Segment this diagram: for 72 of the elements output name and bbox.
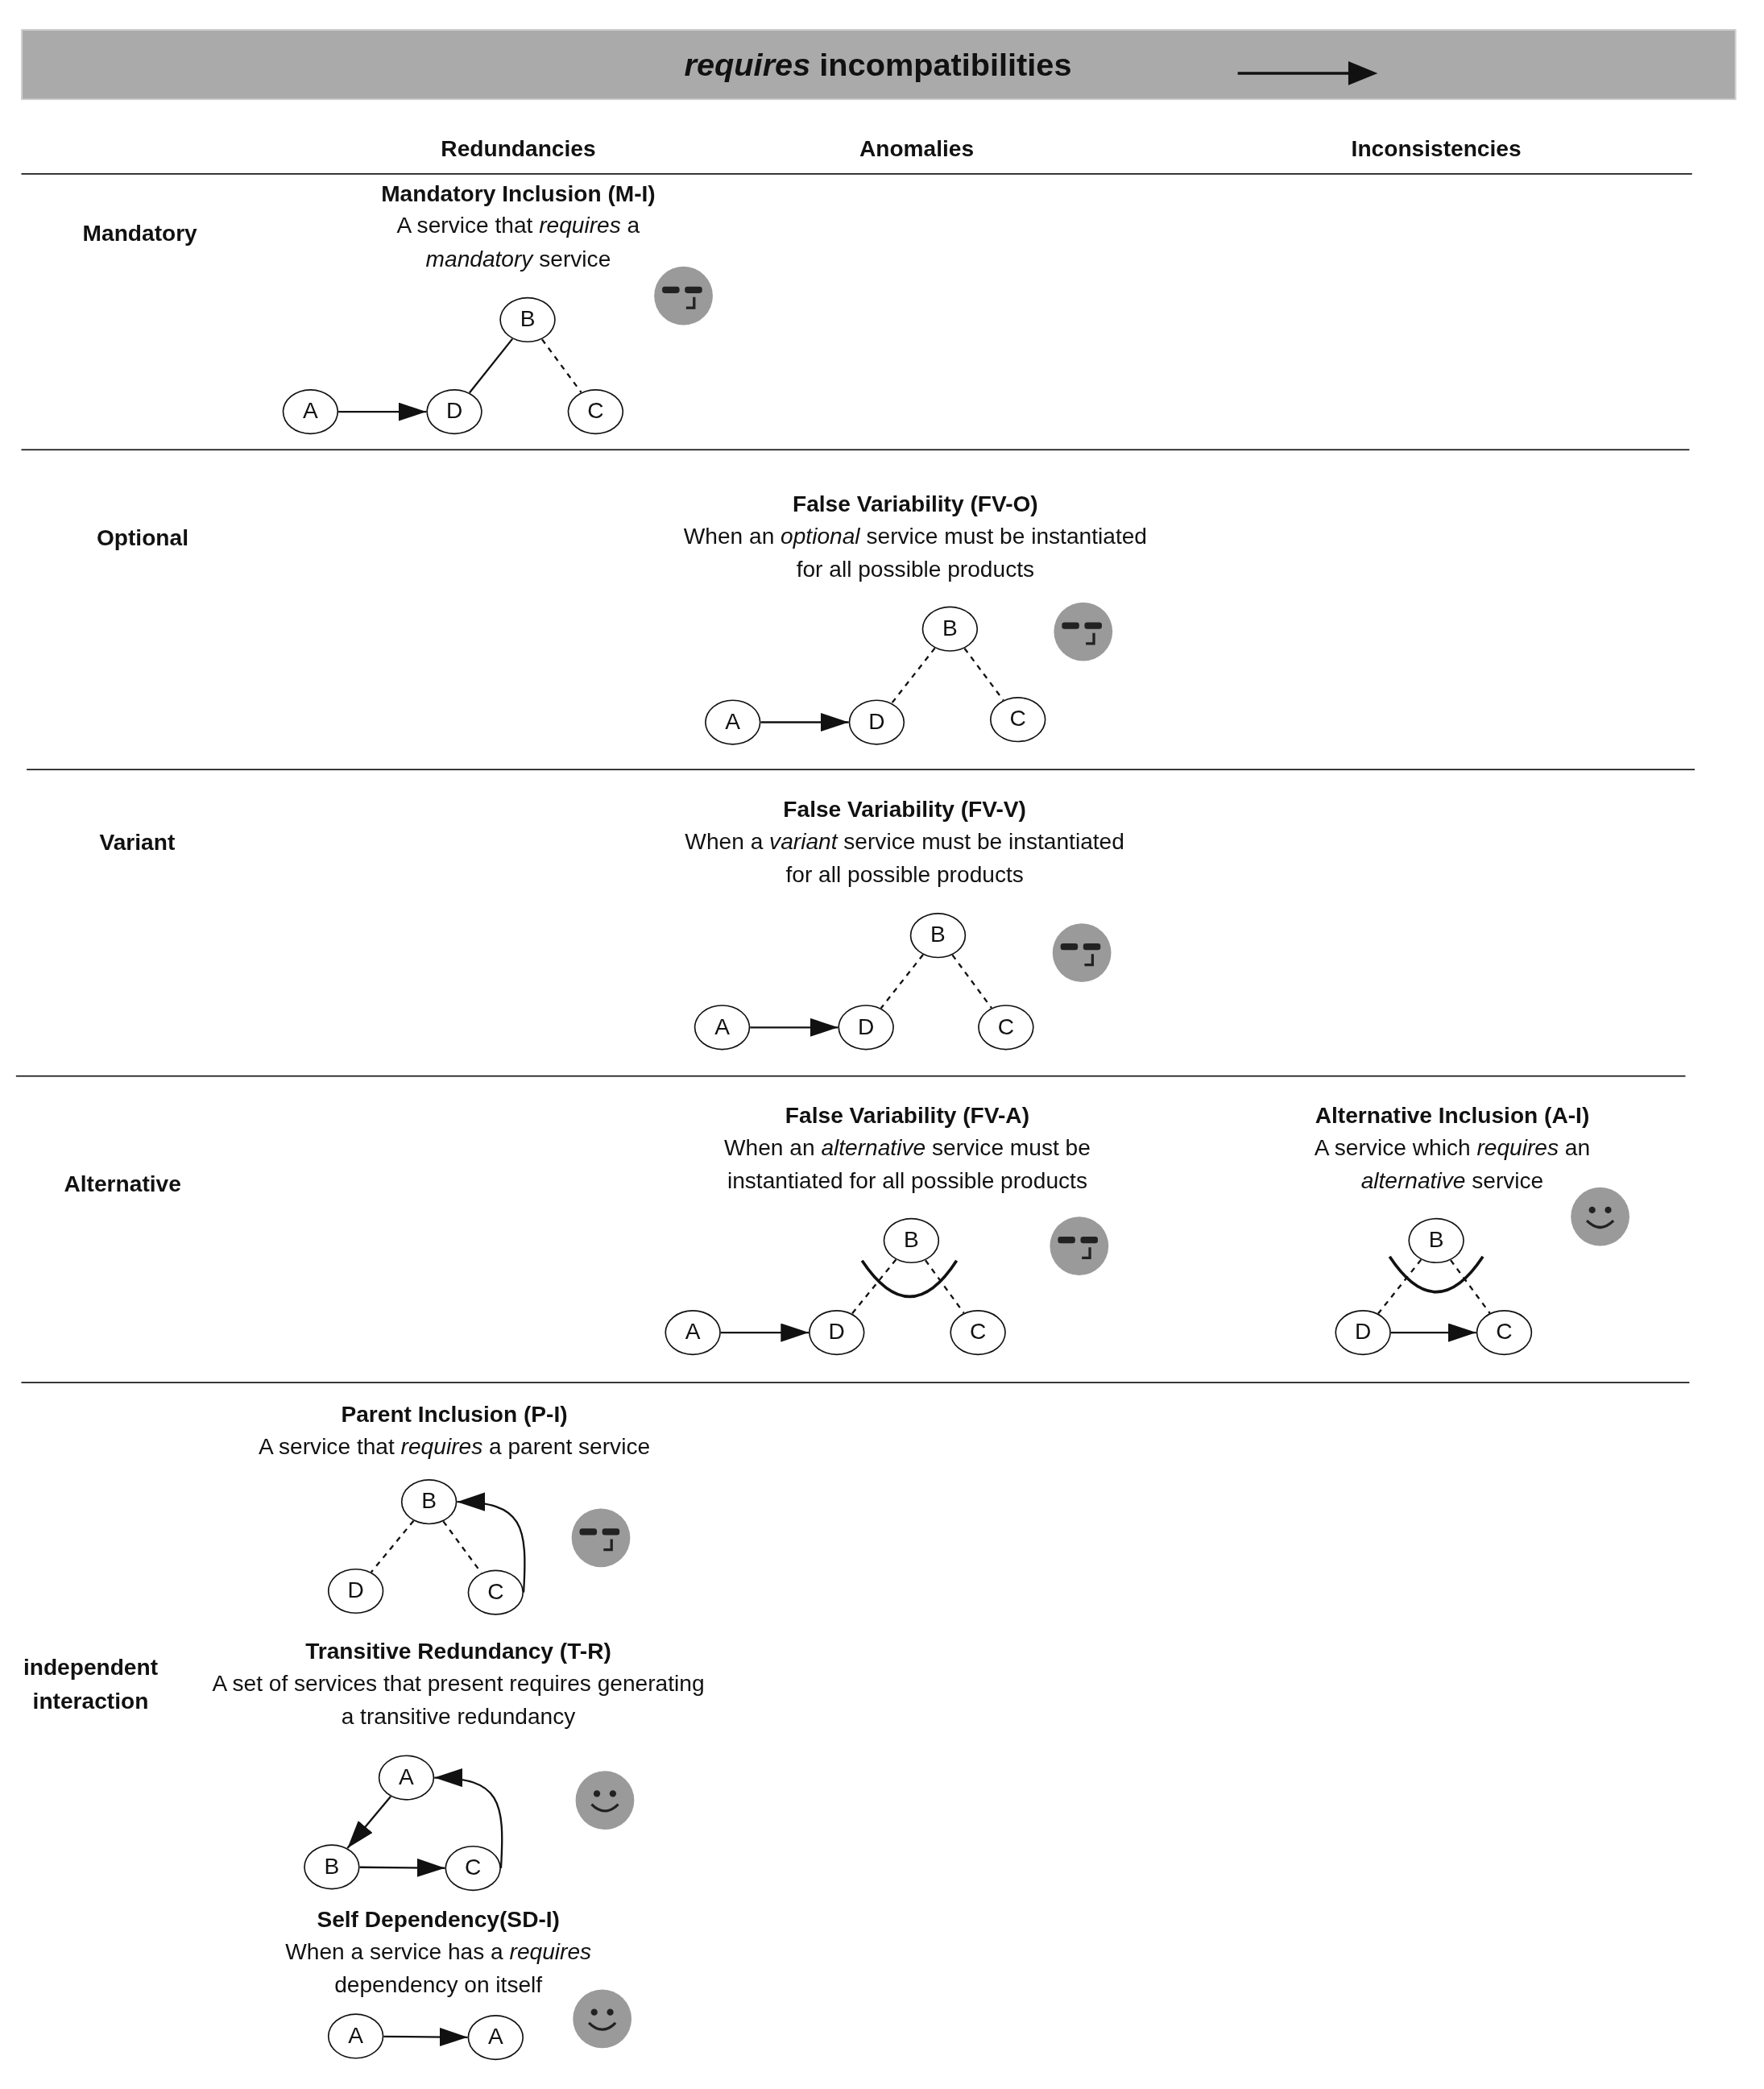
pattern-title: False Variability (FV-O) (793, 491, 1038, 519)
service-circle: A (665, 1310, 721, 1356)
line (370, 1519, 415, 1573)
service-circle: B (883, 1217, 940, 1264)
service-circle: B (1408, 1217, 1464, 1264)
pattern-title: Parent Inclusion (P-I) (341, 1401, 568, 1429)
arrow (359, 1858, 445, 1877)
pattern-title: Self Dependency(SD-I) (317, 1906, 560, 1934)
service-circle: B (400, 1479, 458, 1525)
pattern-description: A service that requires a parent service (259, 1432, 651, 1461)
service-circle: A (705, 699, 761, 745)
line (540, 338, 582, 393)
service-circle: D (426, 389, 482, 435)
row-header: independent interaction (22, 1654, 159, 1715)
pattern-description: A service that requires a mandatory service (395, 212, 641, 273)
arrow (457, 1493, 526, 1593)
pattern-description: When an alternative service must be instantiated for all possible products (723, 1134, 1091, 1196)
arrow (338, 402, 427, 421)
line (851, 1258, 897, 1315)
pattern-description: A set of services that present requires generating a transitive redundancy (212, 1670, 705, 1731)
service-circle: A (282, 389, 339, 435)
pattern-title: False Variability (FV-V) (783, 796, 1026, 824)
line (925, 1259, 965, 1314)
pattern-title: Transitive Redundancy (T-R) (305, 1638, 611, 1666)
pattern-title: False Variability (FV-A) (785, 1102, 1029, 1130)
column-header: Anomalies (859, 135, 975, 164)
service-circle: D (809, 1310, 865, 1356)
row-header: Mandatory (82, 220, 197, 248)
pattern-description: When a variant service must be instantiated for all possible products (684, 827, 1125, 889)
service-circle: D (1335, 1310, 1391, 1356)
service-circle: A (378, 1755, 435, 1801)
pattern-description: A service which requires an alternative service (1313, 1134, 1592, 1196)
pattern-description: When a service has a requires dependency on itself (284, 1938, 593, 1999)
column-header: Inconsistencies (1351, 135, 1522, 164)
service-circle: C (1476, 1310, 1533, 1356)
line (891, 647, 936, 704)
service-circle: B (909, 913, 967, 959)
arrow (434, 1769, 503, 1869)
arrow (750, 1018, 839, 1037)
title: requires incompatibilities (684, 46, 1072, 85)
service-circle: C (950, 1310, 1006, 1356)
line (1450, 1259, 1491, 1314)
line (880, 954, 924, 1009)
arrow (346, 1796, 391, 1849)
service-circle: C (467, 1569, 524, 1615)
service-circle: B (499, 296, 556, 343)
arrow (760, 712, 849, 732)
line (1377, 1258, 1422, 1315)
arrow (1390, 1323, 1476, 1342)
service-circle: A (327, 2013, 384, 2059)
service-circle: B (921, 606, 979, 652)
service-circle: D (848, 699, 905, 745)
service-circle: D (838, 1005, 894, 1051)
service-circle: B (304, 1844, 360, 1890)
service-circle: A (467, 2015, 524, 2061)
pattern-description: When an optional service must be instantiated for all possible products (682, 523, 1148, 583)
service-circle: A (694, 1005, 751, 1051)
arrow (720, 1323, 810, 1342)
pattern-title: Mandatory Inclusion (M-I) (381, 180, 656, 209)
line (469, 338, 514, 394)
line (951, 954, 992, 1009)
row-header: Alternative (64, 1170, 181, 1199)
row-header: Optional (96, 524, 188, 553)
service-circle: C (445, 1845, 501, 1892)
pattern-title: Alternative Inclusion (A-I) (1315, 1102, 1590, 1130)
arrow (383, 2027, 468, 2047)
service-circle: D (327, 1568, 384, 1614)
column-header: Redundancies (441, 135, 596, 164)
service-circle: C (978, 1005, 1034, 1051)
row-header: Variant (99, 829, 176, 857)
service-circle: C (567, 389, 624, 435)
service-circle: C (990, 697, 1046, 743)
